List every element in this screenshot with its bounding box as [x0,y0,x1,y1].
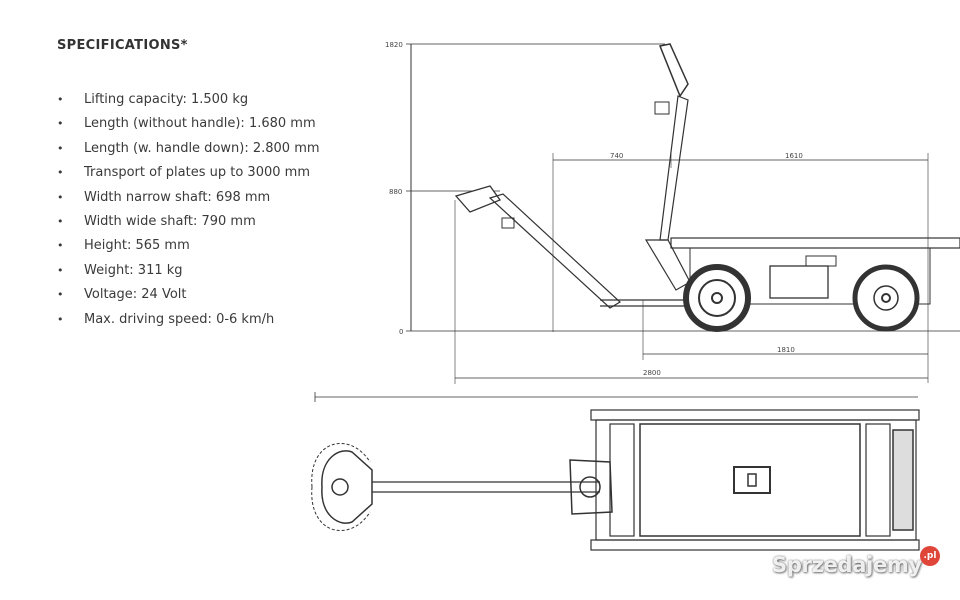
battery-box [769,265,829,299]
bullet: • [57,190,64,204]
bullet: • [57,117,64,131]
spec-text: Length (without handle): 1.680 mm [84,116,316,132]
spec-item: • Height: 565 mm [57,234,320,258]
spec-item: • Width narrow shaft: 698 mm [57,186,320,210]
rear-wheel-hub [873,285,899,311]
front-wheel-hub [698,279,736,317]
spec-text: Transport of plates up to 3000 mm [84,165,310,181]
spec-item: • Weight: 311 kg [57,259,320,283]
bullet: • [57,141,64,155]
front-wheel-axle [711,292,723,304]
handle-grip-upright [658,43,689,98]
rear-axle-assembly [865,423,891,537]
spec-text: Width wide shaft: 790 mm [84,214,256,230]
spec-item: • Lifting capacity: 1.500 kg [57,88,320,112]
watermark-badge: .pl [920,546,940,566]
spec-text: Height: 565 mm [84,238,190,254]
top-battery-latch [747,473,757,487]
top-handle-knob [331,478,349,496]
spec-item: • Length (w. handle down): 2.800 mm [57,137,320,161]
handle-bracket-lowered [501,217,515,229]
top-handle-swing-arc [311,443,371,488]
top-handle-grip [321,450,373,524]
bullet: • [57,215,64,229]
spec-text: Voltage: 24 Volt [84,287,187,303]
top-deck [639,423,861,537]
spec-item: • Width wide shaft: 790 mm [57,210,320,234]
platform [670,237,960,249]
bullet: • [57,239,64,253]
top-rail-upper [590,409,920,421]
top-steering-head [569,459,613,515]
bullet: • [57,166,64,180]
spec-text: Max. driving speed: 0-6 km/h [84,311,275,327]
watermark-logo: Sprzedajemy [772,553,922,577]
top-battery-cover [733,466,771,494]
front-wheel-tire [683,264,751,332]
bullet: • [57,263,64,277]
spec-item: • Transport of plates up to 3000 mm [57,161,320,185]
dim-label-1810: 1810 [777,346,795,354]
chassis-body [689,247,931,305]
rear-bumper [892,429,914,531]
spec-text: Weight: 311 kg [84,262,183,278]
spec-item: • Max. driving speed: 0-6 km/h [57,308,320,332]
controller-box [805,255,837,267]
side-view [406,43,960,384]
top-rail-lower [590,539,920,551]
bullet: • [57,312,64,326]
dim-label-880: 880 [389,188,402,196]
rear-wheel-tire [852,264,920,332]
spec-text: Lifting capacity: 1.500 kg [84,92,249,107]
dim-label-1820: 1820 [385,41,403,49]
dim-label-0: 0 [399,328,403,336]
top-frame [595,419,917,541]
handle-grip-lowered [454,185,502,213]
spec-item: • Voltage: 24 Volt [57,283,320,307]
handle-shaft-upright [659,95,689,241]
dim-label-740: 740 [610,152,623,160]
top-handle-swing-arc-lower [311,486,371,531]
spec-item: • Length (without handle): 1.680 mm [57,112,320,136]
spec-text: Length (w. handle down): 2.800 mm [84,140,320,156]
handle-shaft-lowered [488,193,621,309]
bullet: • [57,93,64,106]
bullet: • [57,288,64,302]
handle-bracket [654,101,670,115]
top-steering-pivot [579,476,601,498]
dim-label-2800: 2800 [643,369,661,377]
dim-label-1610: 1610 [785,152,803,160]
top-view [311,392,920,551]
rear-wheel-axle [881,293,891,303]
spec-text: Width narrow shaft: 698 mm [84,189,271,205]
specifications-title: SPECIFICATIONS* [57,38,188,53]
front-axle-assembly [609,423,635,537]
specifications-list: • Lifting capacity: 1.500 kg • Length (wit… [57,88,320,332]
